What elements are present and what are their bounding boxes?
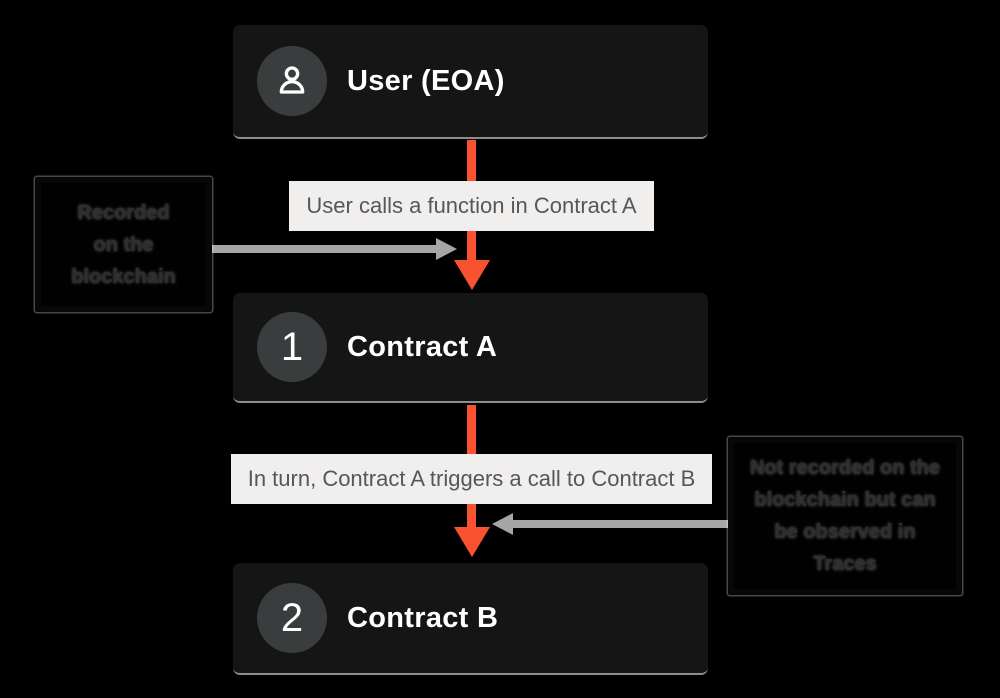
flow-label-a-to-b: In turn, Contract A triggers a call to C… bbox=[231, 454, 712, 504]
contract-b-number-circle: 2 bbox=[257, 583, 327, 653]
node-user-title: User (EOA) bbox=[347, 64, 505, 97]
contract-a-number: 1 bbox=[280, 325, 304, 369]
flow-label-user-to-a: User calls a function in Contract A bbox=[289, 181, 654, 231]
pointer-recorded-arrowhead-icon bbox=[436, 238, 457, 260]
user-avatar-circle bbox=[257, 46, 327, 116]
callout-recorded-on-blockchain: Recorded on the blockchain bbox=[35, 177, 212, 312]
callout-line: be observed in bbox=[774, 521, 916, 543]
node-contract-b-title: Contract B bbox=[347, 601, 499, 634]
pointer-not-recorded-shaft bbox=[513, 520, 730, 528]
user-icon bbox=[272, 61, 312, 101]
arrow-user-to-a-arrowhead-icon bbox=[454, 260, 490, 290]
pointer-not-recorded-arrowhead-icon bbox=[492, 513, 513, 535]
callout-line: blockchain but can bbox=[754, 489, 936, 511]
callout-line: Recorded bbox=[77, 201, 170, 224]
arrow-a-to-b-arrowhead-icon bbox=[454, 527, 490, 557]
callout-not-recorded-traces: Not recorded on the blockchain but can b… bbox=[728, 437, 962, 595]
node-user-eoa: User (EOA) bbox=[233, 25, 708, 139]
contract-a-number-circle: 1 bbox=[257, 312, 327, 382]
node-contract-a: 1 Contract A bbox=[233, 293, 708, 403]
callout-line: Traces bbox=[813, 553, 877, 575]
callout-line: Not recorded on the bbox=[749, 457, 940, 479]
pointer-recorded-shaft bbox=[212, 245, 436, 253]
contract-b-number: 2 bbox=[280, 596, 304, 640]
node-contract-a-title: Contract A bbox=[347, 330, 498, 363]
callout-line: blockchain bbox=[71, 265, 176, 288]
node-contract-b: 2 Contract B bbox=[233, 563, 708, 675]
callout-line: on the bbox=[93, 233, 154, 256]
